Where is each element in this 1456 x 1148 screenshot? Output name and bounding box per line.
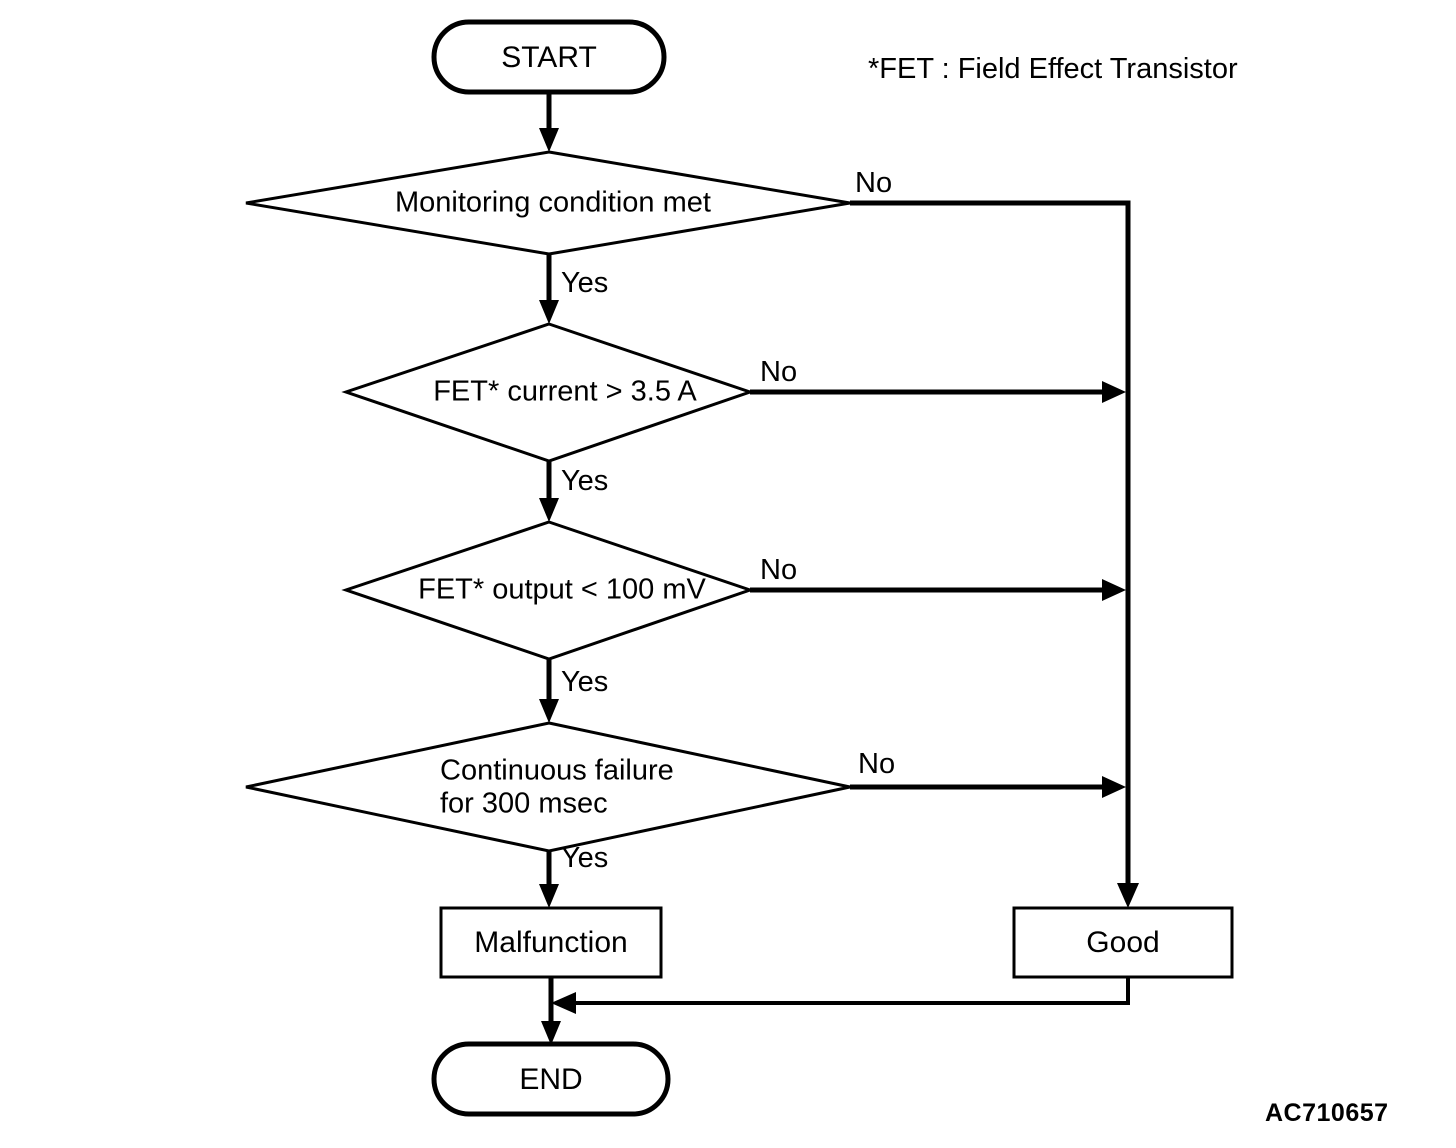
- label-yes-decision3: Yes: [561, 666, 608, 698]
- node-good: Good: [1012, 906, 1234, 979]
- decision4-label-line1: Continuous failure: [440, 755, 674, 787]
- label-yes-decision2: Yes: [561, 465, 608, 497]
- good-shape: [1012, 906, 1234, 979]
- connector-good-to-merge: [551, 977, 1130, 1014]
- decision2-label: FET* current > 3.5 A: [433, 376, 697, 408]
- connector-decision1-yes: Yes: [539, 254, 608, 324]
- end-shape: [431, 1041, 671, 1117]
- malfunction-label: Malfunction: [474, 926, 627, 959]
- node-decision-fet-current: FET* current > 3.5 A: [341, 322, 755, 463]
- decision3-label: FET* output < 100 mV: [418, 574, 706, 606]
- reference-code-label: AC710657: [1265, 1099, 1389, 1127]
- end-label: END: [519, 1063, 582, 1096]
- node-decision-fet-output: FET* output < 100 mV: [341, 520, 755, 661]
- connector-decision4-yes: Yes: [539, 842, 608, 908]
- label-no-decision4: No: [858, 748, 895, 780]
- label-yes-decision1: Yes: [561, 267, 608, 299]
- node-start: START: [431, 19, 667, 95]
- label-no-decision3: No: [760, 554, 797, 586]
- good-label: Good: [1086, 926, 1159, 959]
- decision4-label-line2: for 300 msec: [440, 788, 608, 820]
- label-no-decision2: No: [760, 356, 797, 388]
- connector-decision2-no: No: [750, 356, 1126, 403]
- node-end: END: [431, 1041, 671, 1117]
- start-label: START: [501, 41, 597, 74]
- connector-decision4-no: No: [850, 748, 1126, 798]
- connector-decision2-yes: Yes: [539, 461, 608, 522]
- fet-footnote-text: *FET : Field Effect Transistor: [868, 53, 1238, 85]
- node-malfunction: Malfunction: [439, 906, 663, 979]
- connector-decision3-no: No: [750, 554, 1126, 601]
- node-decision-continuous-failure: Continuous failure for 300 msec: [245, 721, 851, 853]
- decision1-label: Monitoring condition met: [395, 187, 711, 219]
- node-decision-monitoring-condition: Monitoring condition met: [245, 150, 851, 256]
- connector-malfunction-to-end: [541, 977, 561, 1045]
- connector-decision3-yes: Yes: [539, 659, 608, 723]
- connector-start-to-decision1: [539, 92, 559, 152]
- label-yes-decision4: Yes: [561, 842, 608, 874]
- connector-decision1-no: No: [850, 167, 1139, 908]
- label-no-decision1: No: [855, 167, 892, 199]
